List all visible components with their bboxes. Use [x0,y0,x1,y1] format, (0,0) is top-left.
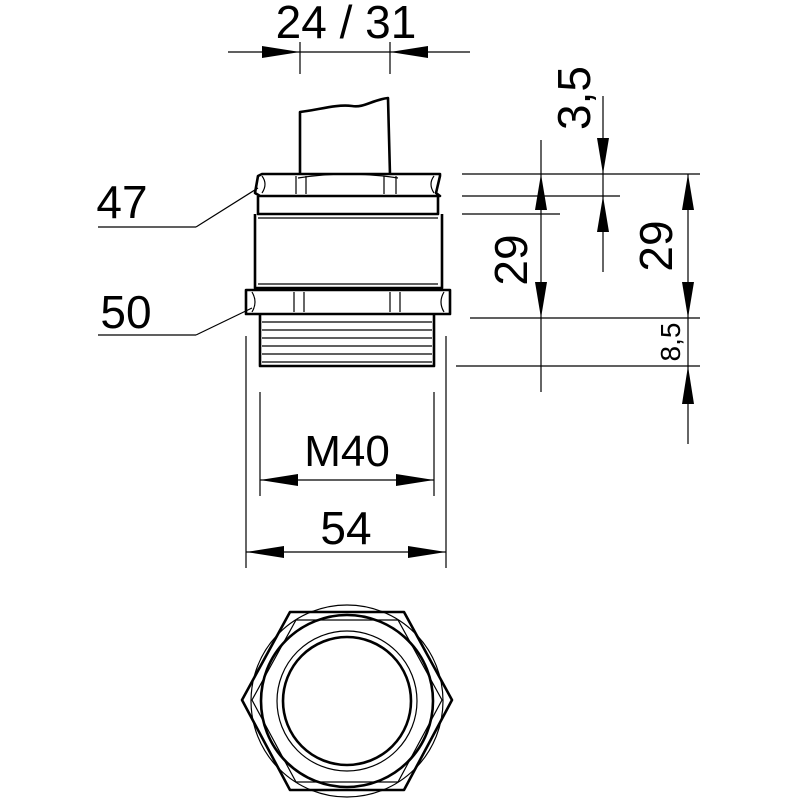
cable-stub [298,96,392,176]
leader-body-wrench: 50 [98,286,253,338]
body-height-inner-label: 29 [485,234,537,285]
dim-clamping-range-label: 24 / 31 [276,0,417,48]
thread [258,314,436,368]
leader-seal-nut-wrench: 47 [96,176,259,228]
dim-clamping-range: 24 / 31 [228,0,470,74]
thread-length-label: 8,5 [655,323,686,362]
dim-body-height-inner: 29 [485,140,547,392]
gland-body [253,214,444,290]
body-wrench-label: 50 [100,286,151,338]
dim-overall-height: 29 [630,174,694,318]
dim-thread-length: 8,5 [655,318,694,444]
top-view-hex [240,604,454,798]
overall-width-label: 54 [320,502,371,554]
seal-nut-wrench-label: 47 [96,176,147,228]
dim-thread-size: M40 [260,427,434,486]
seal-nut [253,172,442,216]
dim-overall-width: 54 [246,502,446,558]
extension-lines-bottom [245,336,447,568]
overall-height-label: 29 [630,220,682,271]
top-height-label: 3,5 [548,66,600,130]
body-hex [244,288,452,316]
thread-size-label: M40 [304,427,390,476]
dim-top-height: 3,5 [548,66,609,272]
